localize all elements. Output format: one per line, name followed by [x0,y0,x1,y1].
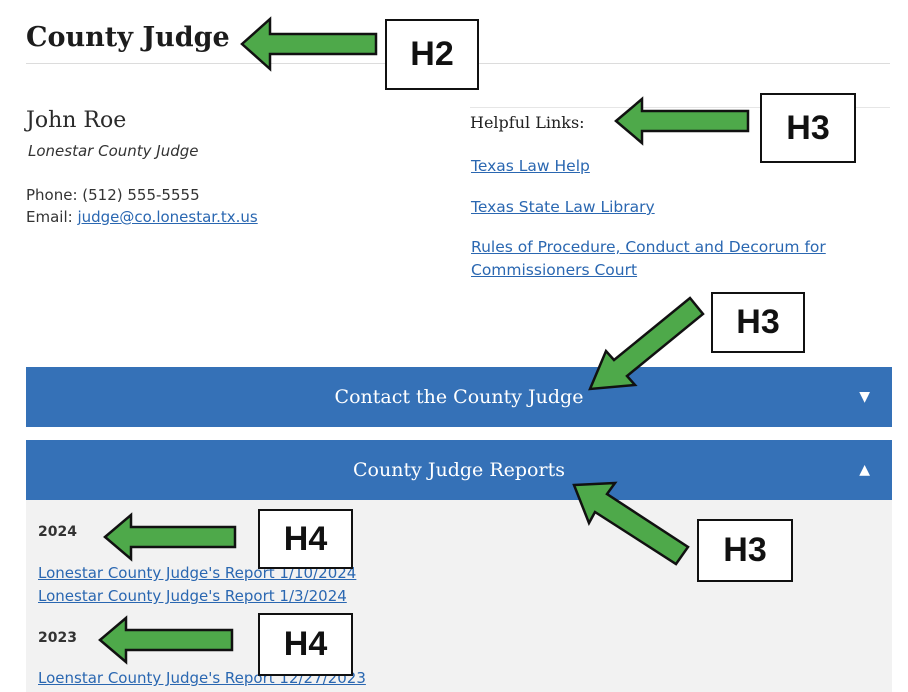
accordion-county-judge-reports[interactable]: County Judge Reports ▲ [26,440,892,500]
email-line: Email: judge@co.lonestar.tx.us [26,208,258,226]
accordion-contact-county-judge[interactable]: Contact the County Judge ▼ [26,367,892,427]
judge-name: John Roe [26,108,127,133]
report-link[interactable]: Lonestar County Judge's Report 1/3/2024 [38,587,347,605]
annotation-label-h2: H2 [385,19,479,90]
accordion-contact-label: Contact the County Judge [334,386,584,408]
helpful-link-rules-of-procedure[interactable]: Rules of Procedure, Conduct and Decorum … [471,238,826,279]
phone-line: Phone: (512) 555-5555 [26,186,200,204]
helpful-link-texas-law-help[interactable]: Texas Law Help [471,157,590,175]
judge-subtitle: Lonestar County Judge [28,142,199,160]
email-link[interactable]: judge@co.lonestar.tx.us [77,208,258,226]
year-heading-2024: 2024 [38,524,77,540]
triangle-down-icon: ▼ [859,389,870,405]
annotation-arrow-h2 [240,16,378,72]
annotation-label-h3-links: H3 [760,93,856,163]
accordion-reports-label: County Judge Reports [353,459,565,481]
annotation-arrow-h3-links [614,96,750,146]
annotation-label-h4-2024: H4 [258,509,353,569]
email-label: Email: [26,208,78,226]
triangle-up-icon: ▲ [859,462,870,478]
annotation-label-h4-2023: H4 [258,613,353,676]
annotation-label-h3-contact: H3 [711,292,805,353]
helpful-links-heading: Helpful Links: [470,113,585,132]
page-title: County Judge [26,22,230,53]
year-heading-2023: 2023 [38,630,77,646]
helpful-link-texas-state-law-library[interactable]: Texas State Law Library [471,198,655,216]
annotation-label-h3-reports: H3 [697,519,793,582]
